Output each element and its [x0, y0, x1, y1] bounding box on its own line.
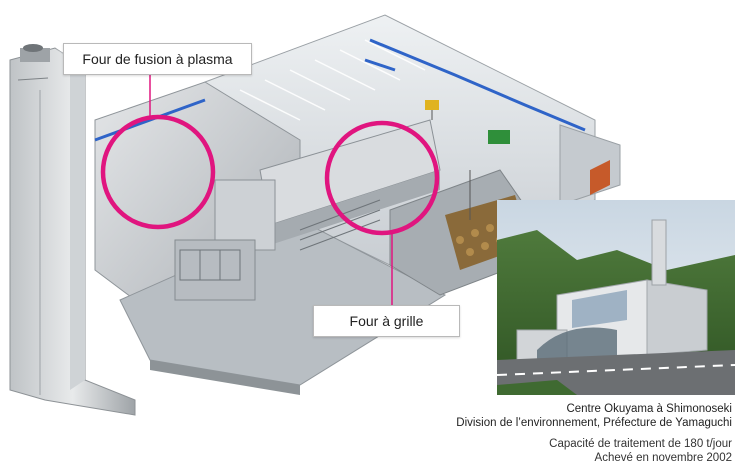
plasma-furnace-callout: Four de fusion à plasma	[63, 43, 252, 75]
facility-caption: Centre Okuyama à Shimonoseki Division de…	[456, 402, 732, 430]
facility-name: Centre Okuyama à Shimonoseki	[566, 403, 732, 415]
plasma-ring-highlight	[100, 114, 216, 230]
grate-ring-highlight	[324, 120, 440, 236]
grate-furnace-callout: Four à grille	[313, 305, 460, 337]
facility-specs: Capacité de traitement de 180 t/jour Ach…	[549, 437, 732, 465]
facility-capacity: Capacité de traitement de 180 t/jour	[549, 438, 732, 450]
plasma-furnace-label: Four de fusion à plasma	[82, 51, 233, 67]
grate-furnace-label: Four à grille	[349, 313, 424, 329]
facility-operator: Division de l’environnement, Préfecture …	[456, 417, 732, 429]
chimney	[9, 44, 136, 416]
facility-completed: Achevé en novembre 2002	[594, 452, 732, 464]
facility-photo	[497, 200, 735, 395]
